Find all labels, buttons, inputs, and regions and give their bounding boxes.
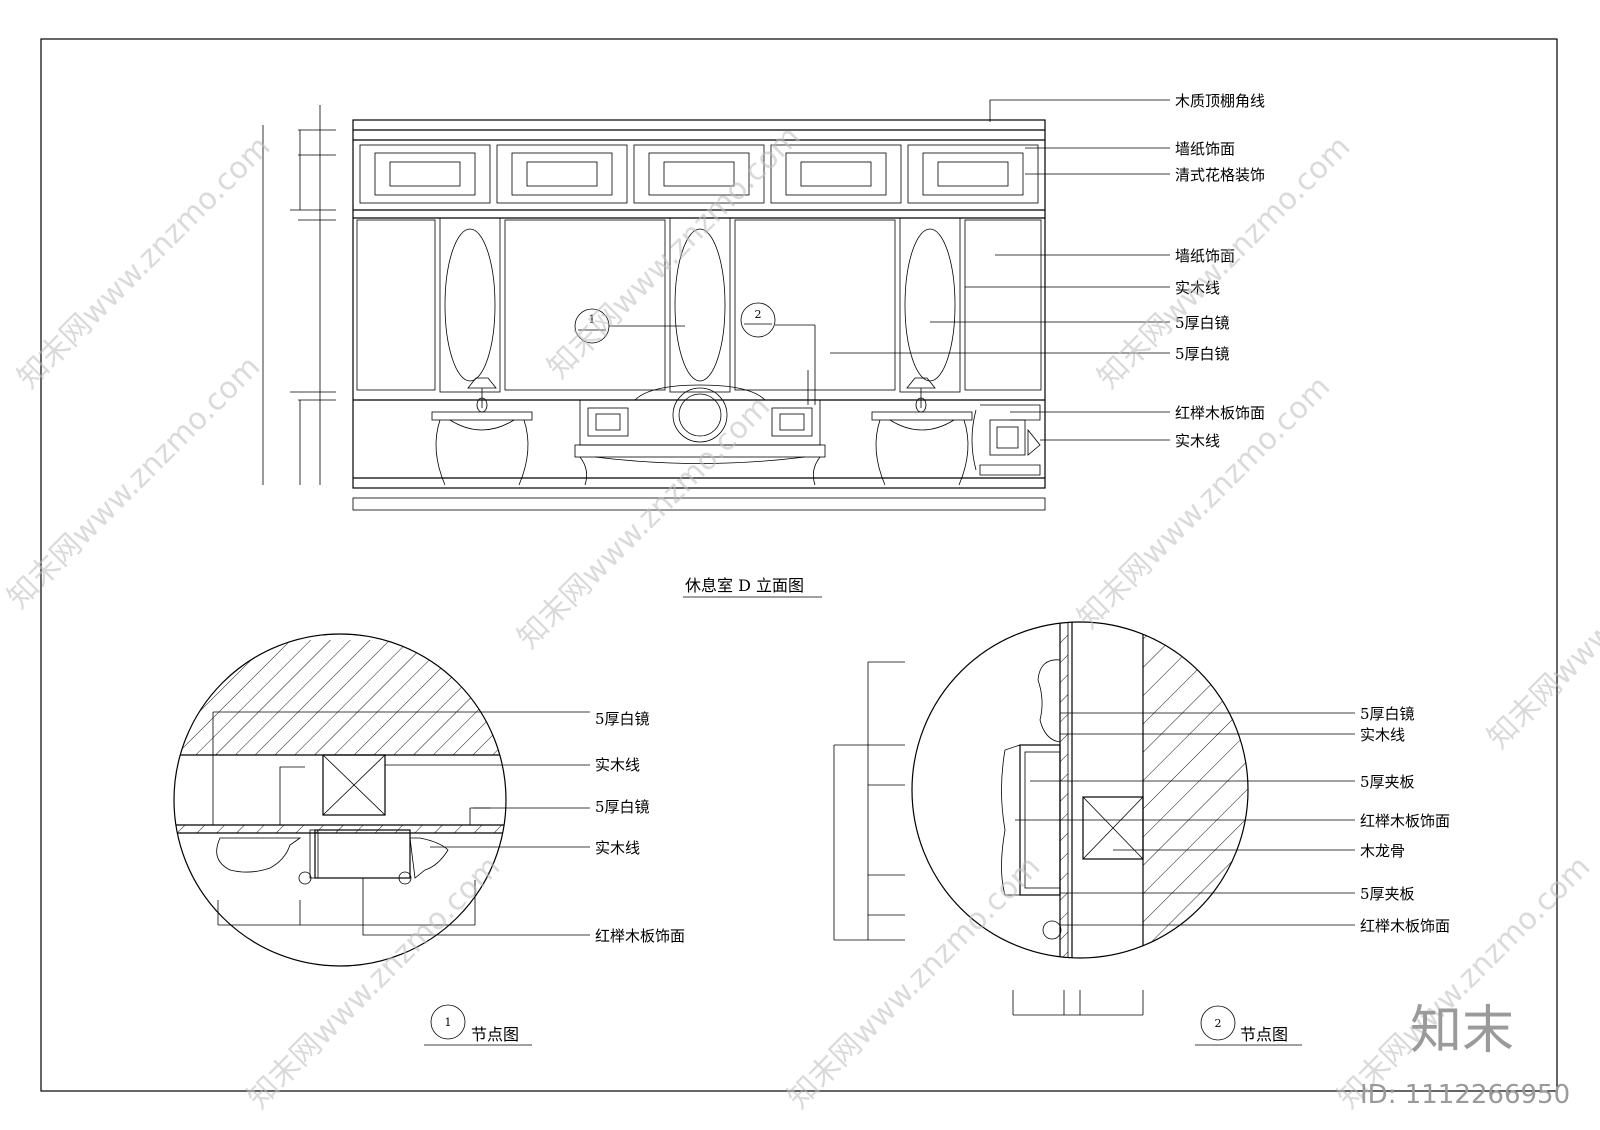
d2-callout-beech-panel-2: 红榉木板饰面 xyxy=(1360,917,1450,935)
callout-wood-line-2: 实木线 xyxy=(1175,432,1220,450)
elevation-title: 休息室 D 立面图 xyxy=(685,576,804,595)
oval-mirror-1 xyxy=(444,228,496,382)
oval-mirror-2 xyxy=(674,228,726,382)
d2-callout-beech-panel-1: 红榉木板饰面 xyxy=(1360,812,1450,830)
section-marker-2: 2 xyxy=(740,302,816,405)
oval-mirror-3 xyxy=(904,228,956,382)
watermark-id: ID: 1112266950 xyxy=(1360,1080,1570,1110)
d2-callout-mirror: 5厚白镜 xyxy=(1360,705,1415,723)
d2-callout-wood-line: 实木线 xyxy=(1360,726,1405,744)
detail-1-title: 节点图 xyxy=(471,1025,519,1044)
watermark-logo: 知末 xyxy=(1410,1001,1514,1061)
side-table-right xyxy=(871,377,973,486)
lattice-band xyxy=(359,144,1039,204)
detail-1-drawing xyxy=(173,633,590,967)
svg-text:知末网www.znzmo.com: 知末网www.znzmo.com xyxy=(241,849,507,1115)
d2-callout-plywood-2: 5厚夹板 xyxy=(1360,885,1415,903)
callout-wallpaper-2: 墙纸饰面 xyxy=(1175,247,1235,265)
watermark-layer: 知末网www.znzmo.com 知末网www.znzmo.com 知末网www… xyxy=(1,119,1600,1115)
d1-callout-wood-line-2: 实木线 xyxy=(595,839,640,857)
svg-text:知末网www.znzmo.com: 知末网www.znzmo.com xyxy=(781,849,1047,1115)
detail-1-marker: 1 xyxy=(424,1004,532,1046)
detail-2-marker: 2 xyxy=(1195,1005,1302,1046)
callout-mirror-2: 5厚白镜 xyxy=(1175,345,1230,363)
carved-bench xyxy=(574,384,826,486)
svg-text:知末网www.znzmo.com: 知末网www.znzmo.com xyxy=(511,389,777,655)
d2-callout-wood-keel: 木龙骨 xyxy=(1360,842,1405,860)
svg-text:知末网www.znzmo.com: 知末网www.znzmo.com xyxy=(541,119,807,385)
side-table-left xyxy=(431,377,533,486)
svg-text:1: 1 xyxy=(445,1016,452,1029)
svg-text:2: 2 xyxy=(1215,1017,1222,1030)
mirror-panel-left xyxy=(504,219,666,391)
d1-callout-mirror-1: 5厚白镜 xyxy=(595,710,650,728)
svg-text:2: 2 xyxy=(755,308,762,321)
section-marker-1: 1 xyxy=(574,308,685,344)
callout-wallpaper-1: 墙纸饰面 xyxy=(1175,140,1235,158)
callout-beech-panel: 红榉木板饰面 xyxy=(1175,404,1265,422)
callout-wood-line-1: 实木线 xyxy=(1175,279,1220,297)
svg-text:1: 1 xyxy=(589,313,596,326)
svg-text:知末网www.znzmo.com: 知末网www.znzmo.com xyxy=(1481,489,1600,755)
detail-2-drawing xyxy=(833,621,1355,1016)
callout-ceiling-molding: 木质顶棚角线 xyxy=(1175,92,1265,110)
sheet-border xyxy=(40,38,1558,1092)
callout-lattice: 清式花格装饰 xyxy=(1175,166,1265,184)
callout-mirror-1: 5厚白镜 xyxy=(1175,314,1230,332)
detail-2-title: 节点图 xyxy=(1240,1025,1288,1044)
d1-callout-wood-line-1: 实木线 xyxy=(595,756,640,774)
d1-callout-mirror-2: 5厚白镜 xyxy=(595,798,650,816)
d2-callout-plywood-1: 5厚夹板 xyxy=(1360,773,1415,791)
elevation-drawing: 1 2 xyxy=(262,99,1170,511)
d1-callout-beech-panel: 红榉木板饰面 xyxy=(595,927,685,945)
fret-ornament xyxy=(971,404,1041,476)
